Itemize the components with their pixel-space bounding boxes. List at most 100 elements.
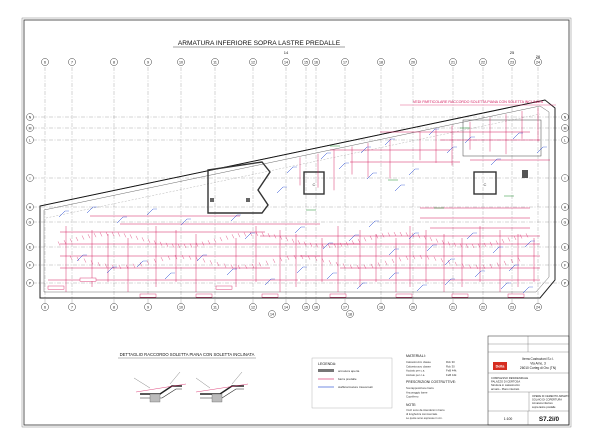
axis-label: 12 bbox=[251, 60, 255, 64]
axis-bubble bbox=[177, 58, 185, 66]
axis-label: N bbox=[564, 115, 567, 119]
rebar-stirrup bbox=[303, 241, 307, 246]
rebar-stirrup bbox=[171, 243, 175, 248]
axis-label: 21 bbox=[451, 305, 455, 309]
company-line: Iterra Costruzioni S.r.l. bbox=[522, 357, 554, 361]
axis-bubble bbox=[508, 303, 516, 311]
material-value: Rck 30 bbox=[446, 360, 455, 364]
sheet-border bbox=[23, 19, 570, 426]
axis-bubble bbox=[534, 58, 542, 66]
rebar-stirrup bbox=[69, 238, 73, 243]
rebar-stirrup bbox=[123, 233, 127, 238]
axis-label: 11 bbox=[213, 305, 217, 309]
rebar-callout-tick bbox=[164, 272, 172, 280]
rebar-callout-tick bbox=[264, 278, 272, 286]
rebar-callout-tick bbox=[388, 248, 396, 256]
rebar-layer bbox=[47, 107, 550, 298]
axis-bubble bbox=[312, 58, 320, 66]
axis-label: N bbox=[29, 115, 32, 119]
axis-bubble bbox=[479, 58, 487, 66]
rebar-stirrup bbox=[321, 243, 325, 249]
rebar-stirrup bbox=[345, 241, 349, 246]
rebar-stirrup bbox=[129, 234, 133, 239]
axis-bubble bbox=[68, 303, 76, 311]
rebar-stirrup bbox=[219, 237, 223, 242]
lift-core-outline bbox=[473, 171, 497, 195]
axis-label: 6 bbox=[44, 60, 46, 64]
rebar-stirrup bbox=[333, 243, 337, 248]
axis-bubble bbox=[144, 58, 152, 66]
rebar-stirrup bbox=[57, 241, 61, 246]
note-line: di lunghezza commerciale. bbox=[406, 412, 438, 416]
rebar-stirrup bbox=[377, 262, 381, 267]
axis-bubble bbox=[26, 124, 34, 132]
rebar-stirrup bbox=[501, 238, 505, 244]
rebar-stirrup bbox=[384, 260, 388, 265]
rebar-tag bbox=[79, 277, 97, 282]
rebar-tag bbox=[507, 293, 525, 298]
axis-bubble bbox=[561, 243, 569, 251]
rebar-stirrup bbox=[440, 258, 444, 263]
rebar-stirrup bbox=[258, 262, 262, 267]
rebar-stirrup bbox=[237, 264, 241, 270]
axis-label: L bbox=[564, 138, 566, 142]
rebar-tag bbox=[395, 293, 413, 298]
rebar-stirrup bbox=[202, 258, 206, 263]
rebar-callout-tick bbox=[76, 254, 84, 262]
rebar-callout-tick bbox=[320, 152, 328, 160]
detail-sketch-right bbox=[195, 371, 249, 403]
company-logo bbox=[493, 362, 507, 370]
rebar-stirrup bbox=[125, 264, 129, 269]
rebar-stirrup bbox=[83, 258, 87, 263]
legend-swatch bbox=[318, 369, 334, 372]
axis-bubble bbox=[561, 279, 569, 287]
rebar-stirrup bbox=[351, 240, 355, 245]
rebar-callout-tick bbox=[522, 286, 530, 294]
rebar-tag bbox=[451, 293, 469, 298]
rebar-stirrup bbox=[174, 255, 178, 260]
rebar-stirrup bbox=[63, 240, 67, 245]
rebar-stirrup bbox=[471, 243, 475, 249]
rebar-stirrup bbox=[293, 255, 297, 260]
rebar-callout-tick bbox=[356, 282, 364, 290]
axis-bubble bbox=[302, 58, 310, 66]
axis-label: 23 bbox=[510, 60, 514, 64]
rebar-stirrup bbox=[160, 257, 164, 262]
rebar-stirrup bbox=[375, 234, 379, 239]
rebar-callout-tick bbox=[500, 282, 508, 290]
sheet-number: S7.2i/0 bbox=[539, 416, 560, 423]
axis-bubble bbox=[409, 303, 417, 311]
axis-label: 18 bbox=[379, 305, 383, 309]
title-block-frame bbox=[487, 335, 570, 426]
rebar-tag bbox=[261, 293, 279, 298]
axis-bubble bbox=[479, 303, 487, 311]
rebar-stirrup bbox=[261, 232, 265, 237]
rebar-callout-tick bbox=[384, 138, 392, 146]
rebar-stirrup bbox=[147, 238, 151, 243]
rebar-stirrup bbox=[423, 235, 427, 240]
top-axis-label: 26 bbox=[536, 54, 541, 59]
note-line: Le quote sono espresse in cm. bbox=[406, 416, 443, 420]
rebar-callout-tick bbox=[508, 264, 516, 272]
drawing-title: ARMATURA INFERIORE SOPRA LASTRE PREDALLE bbox=[178, 40, 341, 47]
rebar-stirrup bbox=[454, 261, 458, 266]
axis-bubble bbox=[508, 58, 516, 66]
axis-bubble bbox=[211, 303, 219, 311]
axis-bubble bbox=[282, 303, 290, 311]
drawing-line: Armatura inferiore bbox=[532, 401, 553, 405]
rebar-stirrup bbox=[513, 235, 517, 240]
company-logo-text: Delta bbox=[496, 365, 506, 369]
rebar-stirrup bbox=[207, 240, 211, 245]
rebar-stirrup bbox=[105, 231, 109, 237]
legend-item: staffe/armature trasversali bbox=[338, 385, 373, 389]
legend: LEGENDA: armatura aperta barra predalle … bbox=[311, 357, 393, 409]
axis-label: 20 bbox=[411, 60, 415, 64]
axis-label: 22 bbox=[481, 60, 485, 64]
axis-bubble bbox=[561, 136, 569, 144]
axis-label: 15 bbox=[304, 305, 308, 309]
rebar-stirrup bbox=[398, 257, 402, 262]
axis-bubble bbox=[26, 136, 34, 144]
rebar-stirrup bbox=[525, 233, 529, 238]
rebar-stirrup bbox=[335, 261, 339, 267]
